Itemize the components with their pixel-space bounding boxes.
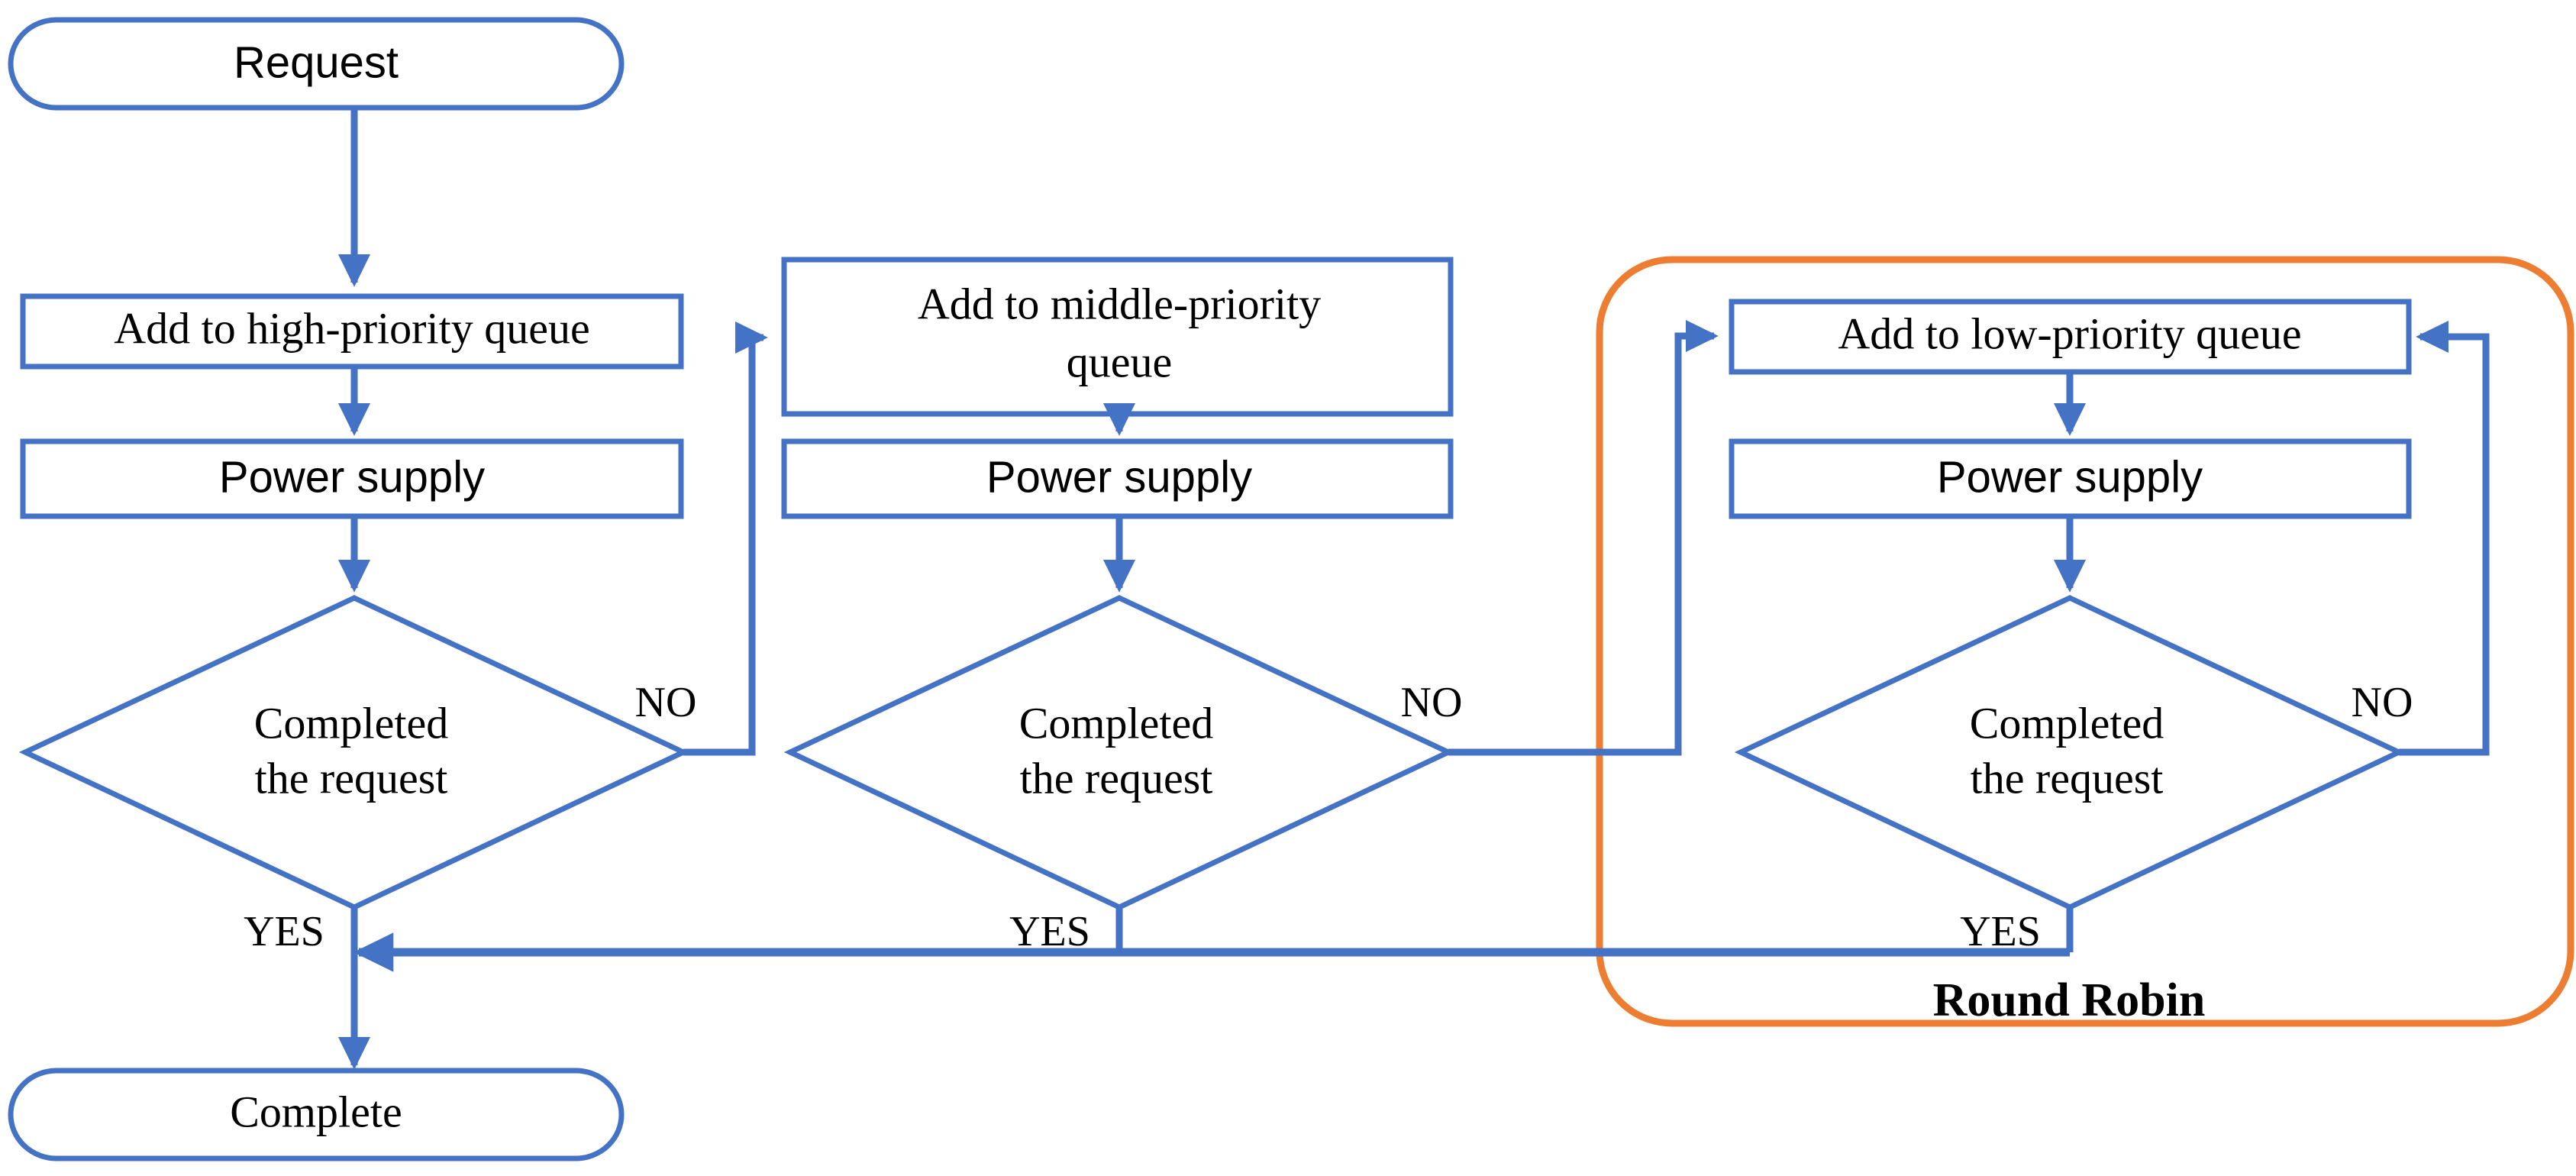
node-low-priority-queue-label: Add to low-priority queue <box>1838 309 2301 358</box>
node-request[interactable] <box>8 17 625 111</box>
high-no-label: NO <box>635 679 697 726</box>
node-middle-power-supply[interactable] <box>781 438 1454 519</box>
node-middle-decision-line2: the request <box>1020 753 1213 803</box>
lane-low-priority: Add to low-priority queue Power supply C… <box>1729 299 2490 955</box>
node-low-power-supply-label: Power supply <box>1937 452 2203 502</box>
middle-yes-label: YES <box>1009 908 1090 955</box>
node-high-priority-queue-label: Add to high-priority queue <box>114 303 589 353</box>
low-yes-label: YES <box>1960 908 2041 955</box>
node-low-decision-line1: Completed <box>1970 698 2164 748</box>
round-robin-border <box>1596 256 2574 1027</box>
node-middle-power-supply-label: Power supply <box>986 452 1252 502</box>
node-middle-decision-line1: Completed <box>1019 698 1214 748</box>
middle-no-label: NO <box>1401 679 1463 726</box>
round-robin-label: Round Robin <box>1933 974 2206 1026</box>
edge-low-no-self-loop <box>2399 320 2490 756</box>
lane-middle-priority: Add to middle-priority queue Power suppl… <box>781 257 1719 955</box>
node-complete-label: Complete <box>230 1087 402 1136</box>
node-high-power-supply-label: Power supply <box>219 452 485 502</box>
high-yes-label: YES <box>244 908 324 955</box>
edge-middle-no-to-low-queue <box>1448 319 1719 756</box>
node-high-decision-line2: the request <box>255 753 448 803</box>
node-high-decision-line1: Completed <box>254 698 449 748</box>
lane-high-priority: Request Add to high-priority queue Power… <box>8 17 768 1161</box>
node-middle-priority-queue-label-line1: Add to middle-priority <box>918 279 1321 328</box>
node-middle-priority-queue-label-line2: queue <box>1067 337 1173 386</box>
round-robin-group: Round Robin <box>1596 256 2574 1027</box>
node-high-power-supply[interactable] <box>20 438 684 519</box>
edge-high-no-to-middle-queue <box>683 321 768 756</box>
node-low-decision-line2: the request <box>1971 753 2164 803</box>
node-request-label: Request <box>234 37 399 87</box>
node-complete[interactable] <box>8 1068 625 1161</box>
low-no-label: NO <box>2352 679 2413 726</box>
